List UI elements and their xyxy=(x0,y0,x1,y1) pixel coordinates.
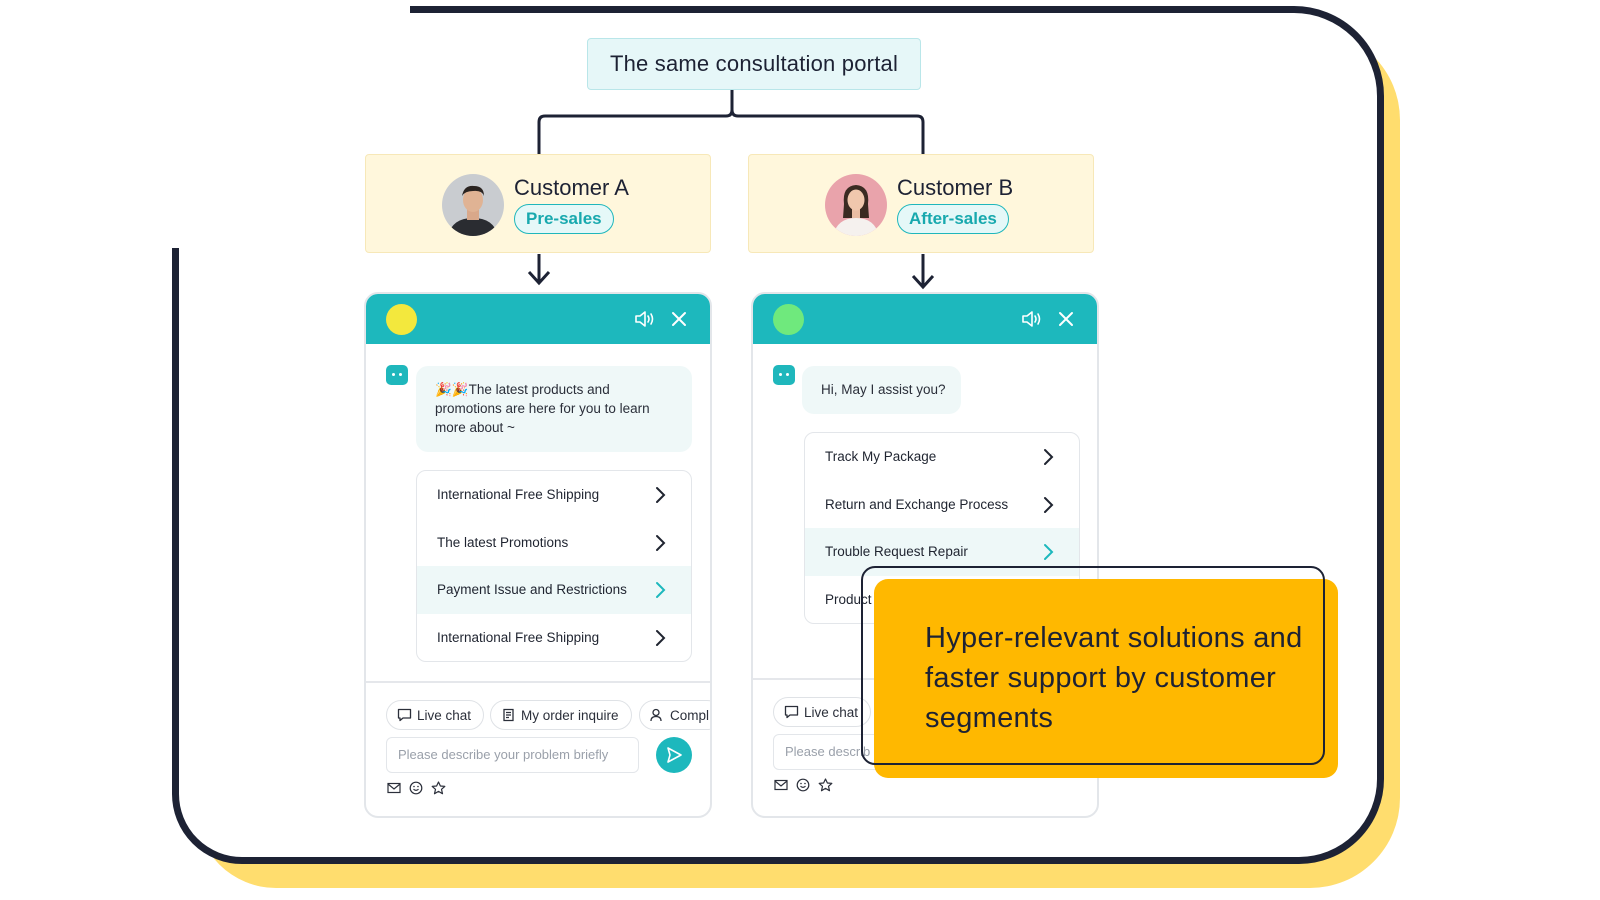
customer-b-card: Customer B After-sales xyxy=(748,154,1094,253)
menu-item-label: Track My Package xyxy=(825,449,937,465)
send-icon xyxy=(667,747,682,763)
menu-item-product[interactable]: Product xyxy=(805,576,1079,624)
close-icon[interactable] xyxy=(670,310,688,328)
menu-item-international-free-shipping[interactable]: International Free Shipping xyxy=(417,471,691,519)
callout-outline xyxy=(861,566,1325,765)
bot-icon xyxy=(386,365,408,385)
portal-title: The same consultation portal xyxy=(587,38,921,90)
menu-item-label: The latest Promotions xyxy=(437,534,569,550)
customer-a-badge: Pre-sales xyxy=(514,204,614,234)
chat-a-divider xyxy=(366,681,710,683)
menu-item-international-free-shipping-2[interactable]: International Free Shipping xyxy=(417,614,691,662)
chevron-right-icon xyxy=(1044,544,1054,560)
chevron-right-icon xyxy=(656,487,666,503)
chat-b-header xyxy=(753,294,1097,344)
speaker-icon[interactable] xyxy=(634,309,656,329)
chevron-right-icon xyxy=(1044,449,1054,465)
menu-item-label: Trouble Request Repair xyxy=(825,544,968,560)
chevron-right-icon xyxy=(1044,496,1054,513)
menu-item-label: Product xyxy=(825,591,872,607)
chevron-right-icon xyxy=(656,629,666,646)
customer-a-card: Customer A Pre-sales xyxy=(365,154,711,253)
order-inquire-button[interactable]: My order inquire xyxy=(490,700,632,730)
emoji-icon[interactable] xyxy=(409,781,423,795)
mail-icon[interactable] xyxy=(387,781,401,795)
menu-item-label: International Free Shipping xyxy=(437,487,600,503)
chat-widget-a: 🎉🎉The latest products and promotions are… xyxy=(364,292,712,818)
menu-item-latest-promotions[interactable]: The latest Promotions xyxy=(417,519,691,567)
emoji-icon[interactable] xyxy=(796,778,810,792)
menu-item-label: Return and Exchange Process xyxy=(825,496,1009,512)
customer-a-avatar xyxy=(442,174,504,236)
complaint-label: Compl xyxy=(670,707,710,723)
chat-a-logo-dot xyxy=(386,304,417,335)
chevron-right-icon xyxy=(656,582,666,598)
live-chat-button[interactable]: Live chat xyxy=(386,700,485,730)
chat-a-toolbar xyxy=(387,781,446,795)
chat-bubble-icon xyxy=(397,708,412,722)
menu-item-label: International Free Shipping xyxy=(437,629,600,645)
chat-a-greeting: 🎉🎉The latest products and promotions are… xyxy=(416,366,692,452)
customer-b-name: Customer B xyxy=(897,175,1014,200)
send-button[interactable] xyxy=(656,737,692,773)
user-icon xyxy=(650,708,662,722)
close-icon[interactable] xyxy=(1057,310,1075,328)
order-inquire-label: My order inquire xyxy=(521,707,619,723)
chat-b-greeting: Hi, May I assist you? xyxy=(802,366,961,414)
live-chat-label: Live chat xyxy=(804,704,859,720)
customer-b-avatar xyxy=(825,174,887,236)
chat-a-menu: International Free Shipping The latest P… xyxy=(416,470,692,662)
complaint-button[interactable]: Compl xyxy=(639,700,710,730)
chat-bubble-icon xyxy=(784,705,799,719)
order-icon xyxy=(503,708,514,722)
menu-item-track-package[interactable]: Track My Package xyxy=(805,433,1079,481)
chat-b-toolbar xyxy=(774,778,833,792)
speaker-icon[interactable] xyxy=(1021,309,1043,329)
customer-b-badge: After-sales xyxy=(897,204,1009,234)
mail-icon[interactable] xyxy=(774,778,788,792)
menu-item-return-exchange[interactable]: Return and Exchange Process xyxy=(805,481,1079,529)
star-icon[interactable] xyxy=(818,778,833,792)
star-icon[interactable] xyxy=(431,781,446,795)
callout-box xyxy=(874,579,1338,778)
menu-item-payment-issue[interactable]: Payment Issue and Restrictions xyxy=(417,566,691,614)
customer-a-name: Customer A xyxy=(514,175,629,200)
chevron-right-icon xyxy=(656,534,666,551)
chat-a-header xyxy=(366,294,710,344)
callout-text: Hyper-relevant solutions and faster supp… xyxy=(925,622,1303,734)
bot-icon xyxy=(773,365,795,385)
message-input[interactable]: Please describe your problem briefly xyxy=(386,737,639,773)
live-chat-button[interactable]: Live chat xyxy=(773,697,872,727)
chat-b-logo-dot xyxy=(773,304,804,335)
live-chat-label: Live chat xyxy=(417,707,472,723)
menu-item-label: Payment Issue and Restrictions xyxy=(437,582,627,598)
